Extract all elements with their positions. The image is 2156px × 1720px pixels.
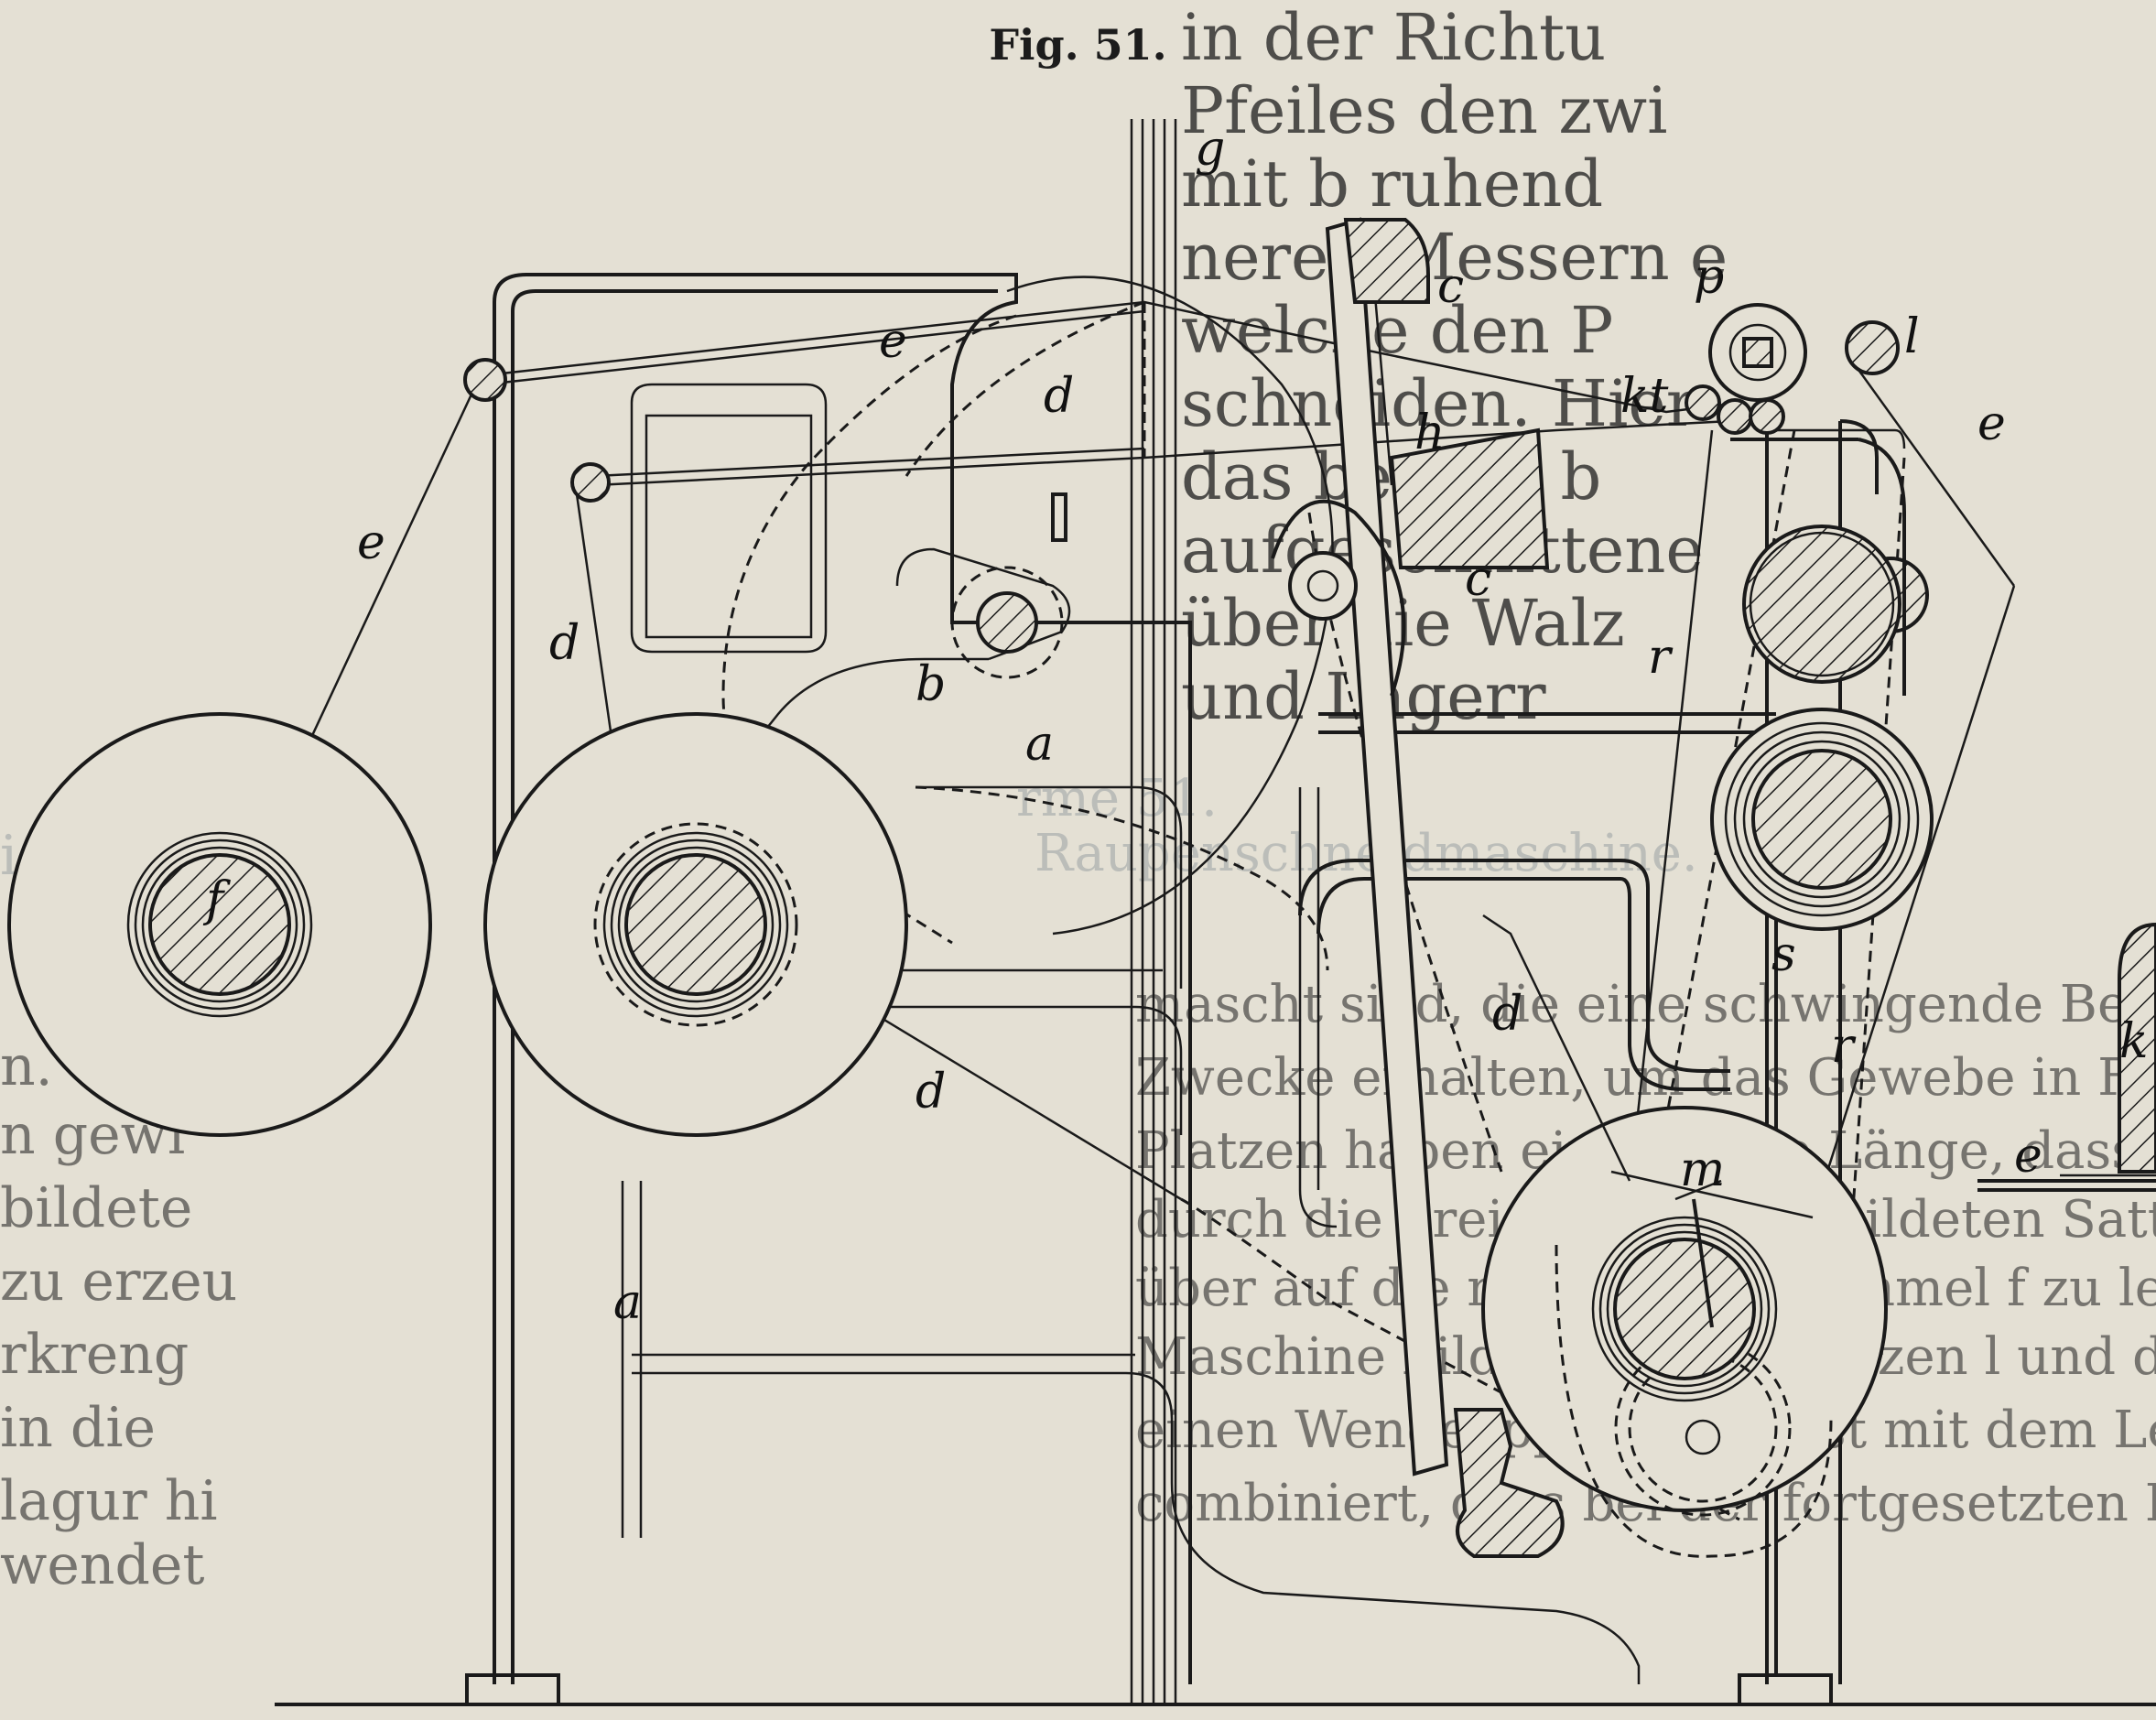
slider-b [895, 492, 1071, 679]
clamp-block [1389, 427, 1550, 569]
label-s: s [1771, 927, 1796, 982]
label-a-mid: a [1025, 717, 1054, 772]
figure-title: Fig. 51. [989, 20, 1167, 70]
drum-d [483, 712, 908, 1137]
label-r-a: r [1648, 630, 1674, 685]
label-b: b [915, 657, 946, 712]
label-p: p [1694, 250, 1724, 305]
label-d-top: d [1044, 369, 1074, 424]
label-e-top: e [879, 314, 907, 369]
clamp-top [1343, 218, 1430, 304]
side-cloth-e [1977, 1179, 2156, 1192]
foot-right [1738, 1673, 1833, 1706]
guide-roller-mid [570, 462, 611, 503]
label-c-bottom: c [1465, 552, 1491, 607]
label-d-right: d [1492, 987, 1522, 1042]
label-e-right: e [1977, 396, 2006, 451]
diagram-labels: g c c p kt l e e e e d d d d h b a a f r… [202, 122, 2149, 1330]
label-m: m [1680, 1142, 1725, 1197]
label-d-left: d [549, 616, 580, 671]
label-d-lower: d [915, 1065, 946, 1120]
guide-roller-top [463, 358, 507, 402]
label-a-low: a [613, 1275, 642, 1330]
side-fragment-k [2118, 922, 2156, 1174]
label-k-side: k [2119, 1014, 2149, 1069]
frame-a [493, 273, 1641, 1684]
label-l: l [1904, 309, 1920, 364]
belt-r [1482, 914, 1631, 1182]
label-h: h [1414, 406, 1446, 460]
fabric-bundle-g [1130, 119, 1177, 1703]
drum-cover-arc [1006, 276, 1334, 936]
roller-stack [1710, 438, 1934, 931]
drum-cover-dashed [721, 314, 1017, 945]
label-g: g [1195, 122, 1225, 177]
label-kt: kt [1620, 369, 1669, 424]
drum-f [7, 712, 432, 1137]
label-c-top: c [1437, 259, 1464, 314]
label-e-far-right: e [2014, 1129, 2042, 1184]
drum-m [1481, 1106, 1888, 1517]
label-e-left: e [357, 515, 385, 570]
label-r-b: r [1831, 1019, 1857, 1074]
